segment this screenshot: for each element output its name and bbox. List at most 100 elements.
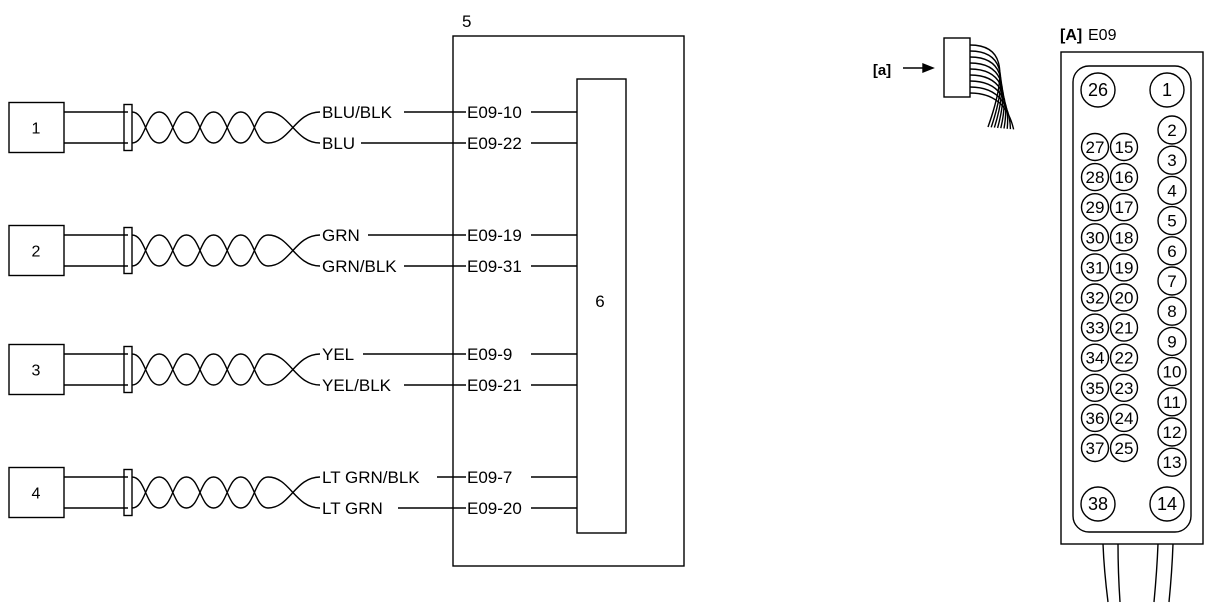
- wire-color-label: YEL/BLK: [322, 376, 392, 395]
- sensor-box: [8, 466, 65, 519]
- pin-number: 7: [1167, 272, 1176, 291]
- connector-outer: [1060, 51, 1204, 545]
- wire-lead: [267, 476, 321, 509]
- twisted-wire: [131, 234, 269, 267]
- ecu-inner-label: 6: [595, 292, 604, 311]
- wire-bundle: [969, 44, 1001, 128]
- terminal-label: E09-31: [467, 257, 522, 276]
- wire-color-label: YEL: [322, 345, 354, 364]
- pin-number: 18: [1115, 228, 1134, 247]
- pin-circle: [1149, 72, 1185, 108]
- pin-circle: [1109, 132, 1139, 162]
- pin-number: 31: [1086, 258, 1105, 277]
- pin-circle: [1109, 283, 1139, 312]
- terminal-label: E09-19: [467, 226, 522, 245]
- pin-circle: [1157, 356, 1187, 387]
- terminal-label: E09-21: [467, 376, 522, 395]
- pin-circle: [1080, 433, 1110, 463]
- wire-bundle: [969, 86, 1012, 130]
- wire-lead: [267, 234, 321, 267]
- pin-circle: [1080, 192, 1110, 222]
- pin-number: 6: [1167, 242, 1176, 261]
- pin-number: 9: [1167, 332, 1176, 351]
- wire-color-label: BLU: [322, 134, 355, 153]
- shield-sleeve: [123, 226, 133, 275]
- pin-circle: [1080, 283, 1110, 312]
- wire-color-label: BLU/BLK: [322, 103, 393, 122]
- pin-number: 12: [1163, 423, 1182, 442]
- pin-number: 17: [1115, 198, 1134, 217]
- pin-circle: [1109, 253, 1139, 282]
- wire-bundle: [969, 92, 1015, 130]
- pin-number: 28: [1086, 168, 1105, 187]
- pin-circle: [1080, 486, 1116, 522]
- pin-number: 20: [1115, 289, 1134, 308]
- twisted-wire: [131, 353, 269, 386]
- wire-bundle: [969, 50, 1002, 128]
- pin-number: 38: [1088, 494, 1108, 514]
- pin-number: 3: [1167, 151, 1176, 170]
- pin-number: 19: [1115, 258, 1134, 277]
- terminal-label: E09-9: [467, 345, 512, 364]
- shield-sleeve: [123, 345, 133, 394]
- pin-circle: [1109, 373, 1139, 402]
- terminal-label: E09-7: [467, 468, 512, 487]
- pin-number: 32: [1086, 289, 1105, 308]
- pin-number: 4: [1167, 181, 1176, 200]
- wire-bundle: [969, 74, 1007, 129]
- pin-circle: [1157, 417, 1187, 447]
- pin-circle: [1157, 447, 1187, 477]
- pin-circle: [1080, 403, 1110, 433]
- ecu-inner-block: [576, 78, 627, 534]
- cable-exit: [1102, 543, 1121, 603]
- pin-circle: [1157, 205, 1187, 236]
- pin-number: 8: [1167, 302, 1176, 321]
- pin-number: 14: [1157, 494, 1177, 514]
- wire-lead: [267, 353, 321, 386]
- wire-lead: [267, 353, 321, 386]
- connector-tag: [A]: [1060, 27, 1082, 44]
- pin-number: 34: [1086, 349, 1105, 368]
- shield-sleeve: [123, 468, 133, 517]
- ecu-box: [452, 35, 685, 567]
- pin-circle: [1080, 313, 1110, 342]
- pin-number: 29: [1086, 198, 1105, 217]
- pin-circle: [1157, 266, 1187, 296]
- pin-number: 21: [1115, 319, 1134, 338]
- pin-number: 36: [1086, 409, 1105, 428]
- sensor-box: [8, 101, 65, 154]
- pin-number: 10: [1163, 363, 1182, 382]
- view-arrow-head: [922, 62, 935, 74]
- pin-number: 5: [1167, 212, 1176, 231]
- pin-number: 11: [1163, 393, 1181, 412]
- pin-circle: [1109, 403, 1139, 433]
- sensor-label: 2: [32, 244, 41, 261]
- connector-inner: [1072, 65, 1192, 533]
- pin-circle: [1157, 296, 1187, 326]
- wire-color-label: GRN: [322, 226, 360, 245]
- pin-circle: [1109, 162, 1139, 192]
- sensor-box: [8, 224, 65, 277]
- pin-circle: [1157, 236, 1187, 266]
- pin-number: 35: [1086, 379, 1105, 398]
- pin-circle: [1109, 433, 1139, 463]
- terminal-label: E09-10: [467, 103, 522, 122]
- wire-bundle: [969, 62, 1004, 129]
- wire-color-label: LT GRN: [322, 499, 383, 518]
- pin-number: 26: [1088, 80, 1108, 100]
- terminal-label: E09-22: [467, 134, 522, 153]
- ecu-label: 5: [462, 12, 471, 31]
- twisted-wire: [131, 111, 269, 144]
- shield-sleeve: [123, 103, 133, 152]
- pin-circle: [1080, 253, 1110, 282]
- pin-number: 15: [1115, 138, 1134, 157]
- pin-circle: [1157, 175, 1187, 206]
- wire-lead: [267, 111, 321, 144]
- pin-circle: [1109, 192, 1139, 222]
- pin-circle: [1157, 387, 1187, 417]
- pin-number: 2: [1167, 121, 1176, 140]
- sensor-label: 1: [32, 121, 41, 138]
- pin-circle: [1109, 313, 1139, 342]
